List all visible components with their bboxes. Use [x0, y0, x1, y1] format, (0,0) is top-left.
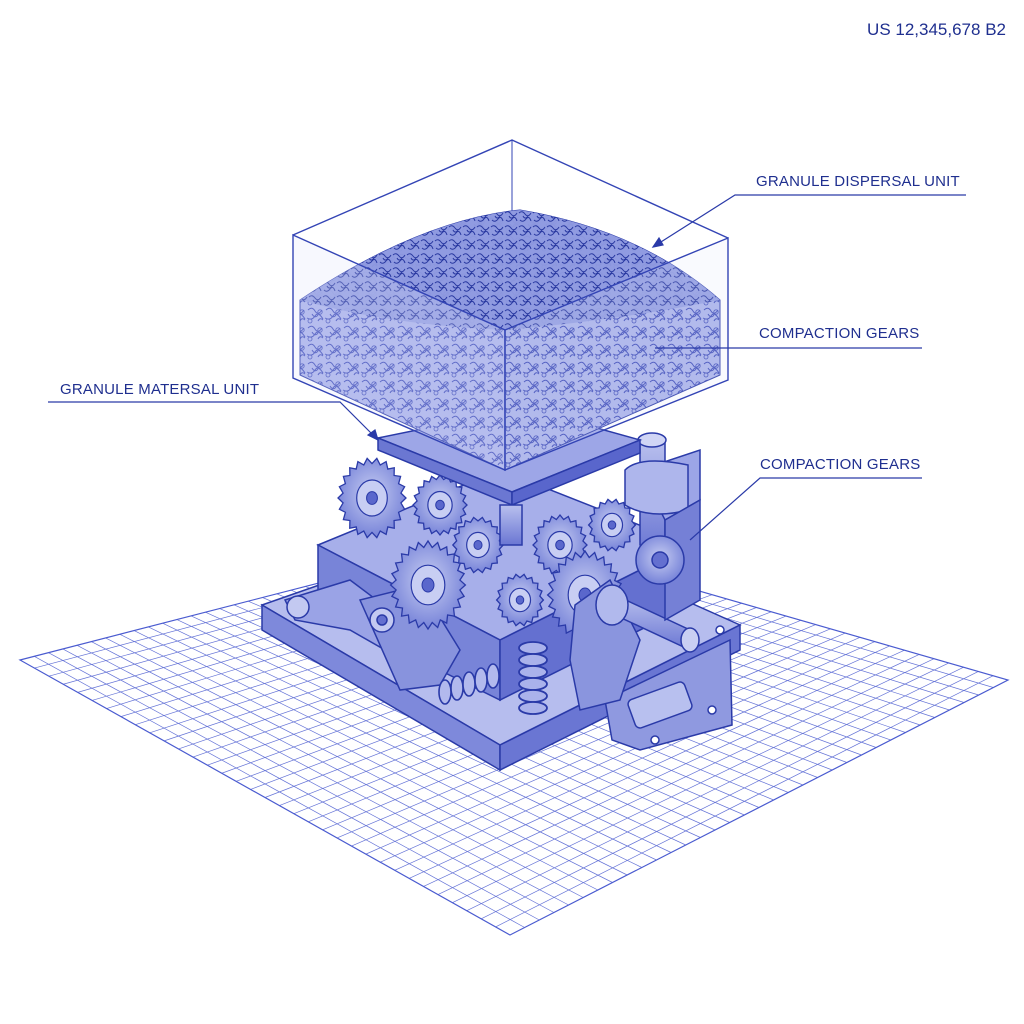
patent-number: US 12,345,678 B2: [867, 20, 1006, 39]
gear-axle: [421, 577, 435, 593]
callout-compaction-gears-upper: COMPACTION GEARS: [759, 325, 920, 342]
gear-axle: [555, 539, 565, 551]
leader-lines: [48, 194, 966, 541]
drive-shaft: [569, 578, 700, 711]
gear-axle: [515, 595, 525, 605]
granule-hopper: [292, 139, 729, 472]
gear-axle: [607, 520, 617, 530]
gear-axle: [473, 540, 483, 550]
coil-spring: [518, 641, 548, 715]
callout-granule-dispersal-unit: GRANULE DISPERSAL UNIT: [756, 173, 960, 190]
gear-axle: [435, 499, 445, 511]
compaction-gear-train: [337, 457, 637, 641]
gear-axle: [366, 491, 378, 505]
piston-cylinder: [624, 432, 701, 622]
horizontal-spring: [438, 663, 500, 705]
callout-granule-material-unit: GRANULE MATERSAL UNIT: [60, 381, 260, 398]
callout-compaction-gears-lower: COMPACTION GEARS: [760, 456, 921, 473]
